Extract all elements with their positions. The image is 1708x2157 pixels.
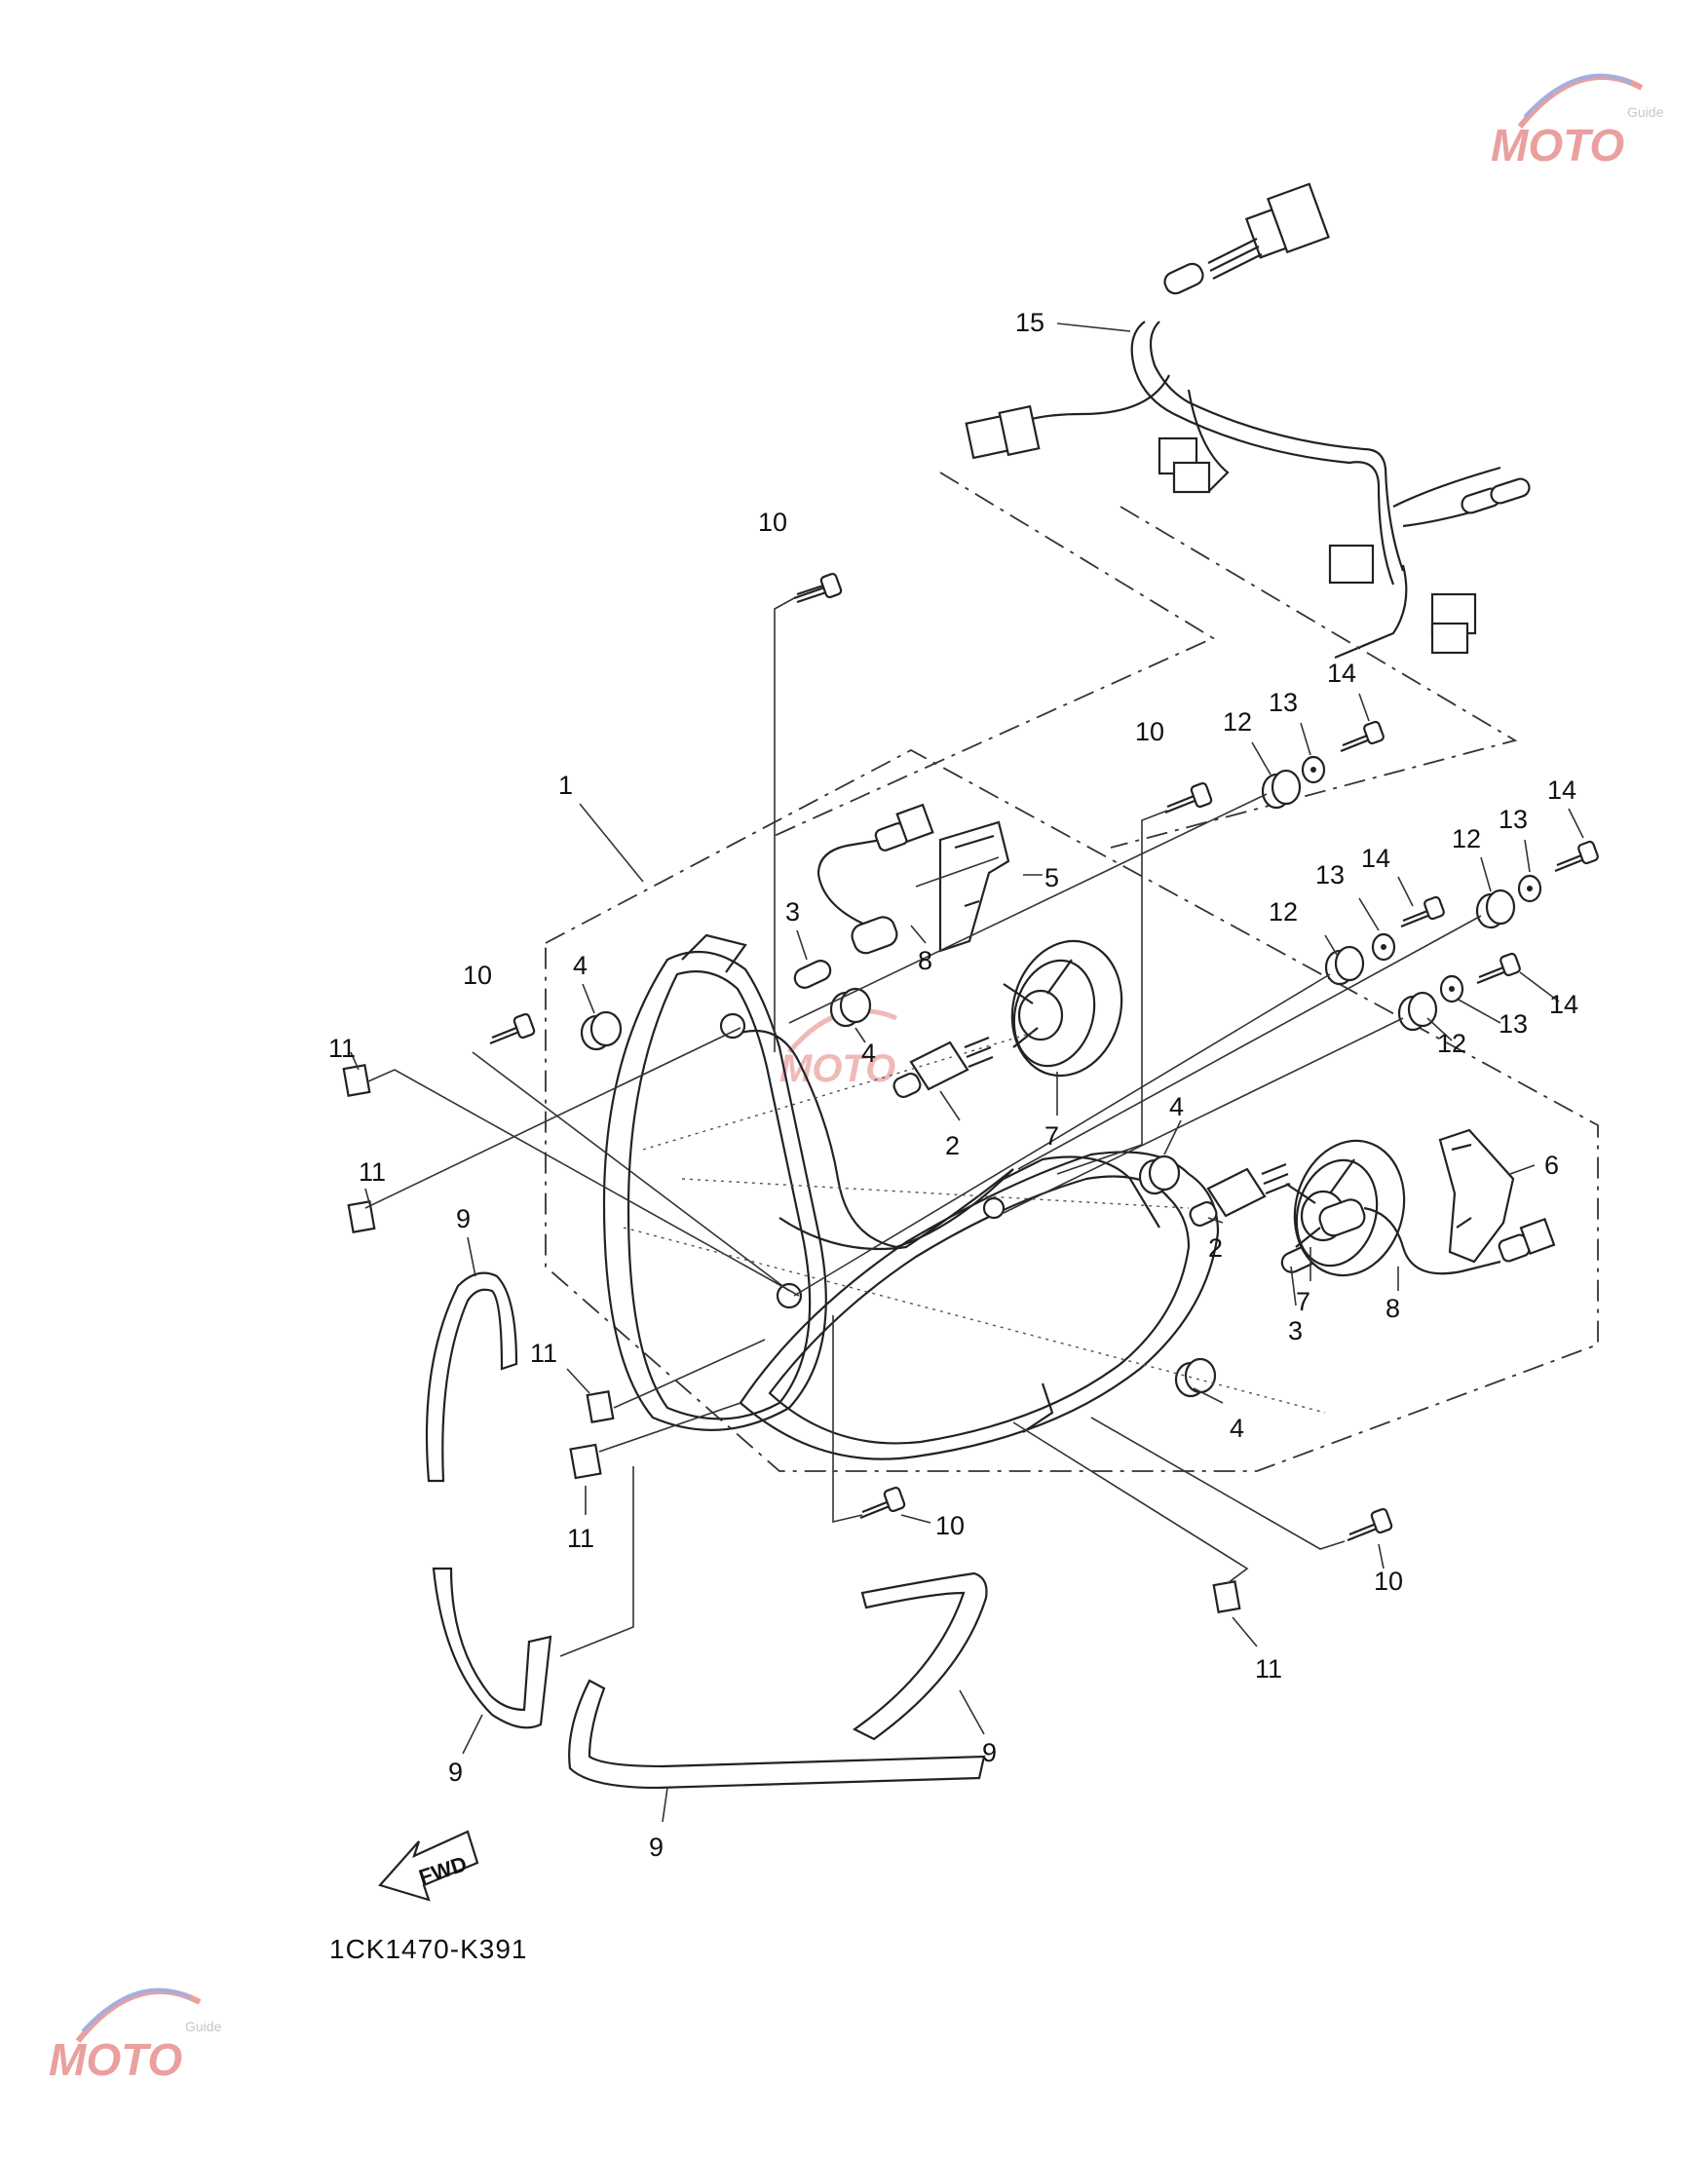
bracket-5 <box>938 820 1010 953</box>
bracket-6 <box>1438 1128 1515 1264</box>
callout-1: 1 <box>558 771 573 800</box>
seals-9 <box>425 1271 988 1790</box>
callout-3: 3 <box>785 897 800 927</box>
svg-text:MOTO: MOTO <box>1491 120 1624 170</box>
callout-3: 3 <box>1288 1316 1303 1345</box>
callout-2: 2 <box>945 1131 960 1160</box>
callout-8: 8 <box>918 946 932 975</box>
callout-6: 6 <box>1544 1151 1559 1180</box>
callout-9: 9 <box>456 1204 471 1233</box>
callout-4: 4 <box>573 951 588 980</box>
svg-text:Guide: Guide <box>1627 104 1664 120</box>
callout-7: 7 <box>1044 1121 1059 1151</box>
screw-10-bottom-right <box>1347 1507 1393 1542</box>
callout-10: 10 <box>1374 1567 1403 1596</box>
callout-labels: 15 10 14 13 12 10 1 14 13 12 5 13 14 12 … <box>328 308 1578 1862</box>
callout-14: 14 <box>1361 844 1390 873</box>
callout-10: 10 <box>758 508 787 537</box>
callout-4: 4 <box>1169 1092 1184 1121</box>
callout-15: 15 <box>1015 308 1044 337</box>
watermark-logo-bottom-left: MOTO Guide <box>49 1987 222 2085</box>
callout-13: 13 <box>1315 860 1345 889</box>
callout-4: 4 <box>1230 1414 1244 1443</box>
screw-14-a <box>1340 720 1385 753</box>
callout-12: 12 <box>1269 897 1298 927</box>
callout-2: 2 <box>1208 1233 1223 1263</box>
assembly-boundary <box>545 748 1599 1472</box>
callout-14: 14 <box>1547 776 1576 805</box>
callout-11: 11 <box>328 1034 356 1063</box>
wire-harness <box>965 182 1531 660</box>
callout-9: 9 <box>448 1758 463 1787</box>
screw-14-d <box>1476 952 1521 985</box>
leader-lines <box>350 322 1584 1823</box>
svg-text:MOTO: MOTO <box>49 2034 182 2085</box>
callout-12: 12 <box>1452 824 1481 853</box>
headlight-unit <box>602 933 1220 1460</box>
callout-4: 4 <box>861 1039 876 1068</box>
clips-11 <box>342 1064 1241 1613</box>
guide-line-harness-left <box>769 472 1215 839</box>
callout-10: 10 <box>1135 717 1164 746</box>
callout-13: 13 <box>1499 1009 1528 1039</box>
callout-13: 13 <box>1499 805 1528 834</box>
callout-14: 14 <box>1327 659 1356 688</box>
callout-11: 11 <box>530 1339 557 1368</box>
screw-10-bottom-mid <box>859 1486 906 1520</box>
grommets-and-washers <box>1261 755 1542 1032</box>
forward-direction-arrow: FWD <box>378 1830 479 1902</box>
screw-14-b <box>1554 840 1599 873</box>
callout-9: 9 <box>982 1738 997 1767</box>
callout-8: 8 <box>1385 1294 1400 1323</box>
callout-5: 5 <box>1044 863 1059 892</box>
callout-11: 11 <box>567 1524 594 1553</box>
callout-7: 7 <box>1296 1287 1310 1316</box>
dotted-axis-lines <box>623 1032 1326 1414</box>
headlight-bulbs-2 <box>892 1036 1291 1228</box>
svg-text:MOTO: MOTO <box>779 1047 895 1090</box>
callout-12: 12 <box>1437 1029 1466 1058</box>
screw-10-upper-mid <box>1164 781 1213 814</box>
socket-8-upper <box>816 803 934 955</box>
screw-10-left <box>489 1012 536 1045</box>
callout-11: 11 <box>359 1157 386 1187</box>
callout-14: 14 <box>1549 990 1578 1019</box>
callout-13: 13 <box>1269 688 1298 717</box>
dampers-4 <box>580 987 1217 1398</box>
callout-12: 12 <box>1223 707 1252 737</box>
watermark-logo-top-right: MOTO Guide <box>1491 73 1664 170</box>
socket-8-lower <box>1318 1198 1556 1275</box>
guide-line-harness-right <box>1110 506 1518 849</box>
callout-10: 10 <box>935 1511 965 1540</box>
callout-9: 9 <box>649 1833 664 1862</box>
screw-14-c <box>1400 895 1445 928</box>
drawing-code: 1CK1470-K391 <box>329 1934 527 1964</box>
callout-11: 11 <box>1255 1654 1282 1684</box>
screw-10-top <box>793 572 843 604</box>
svg-text:Guide: Guide <box>185 2019 222 2034</box>
callout-10: 10 <box>463 961 492 990</box>
